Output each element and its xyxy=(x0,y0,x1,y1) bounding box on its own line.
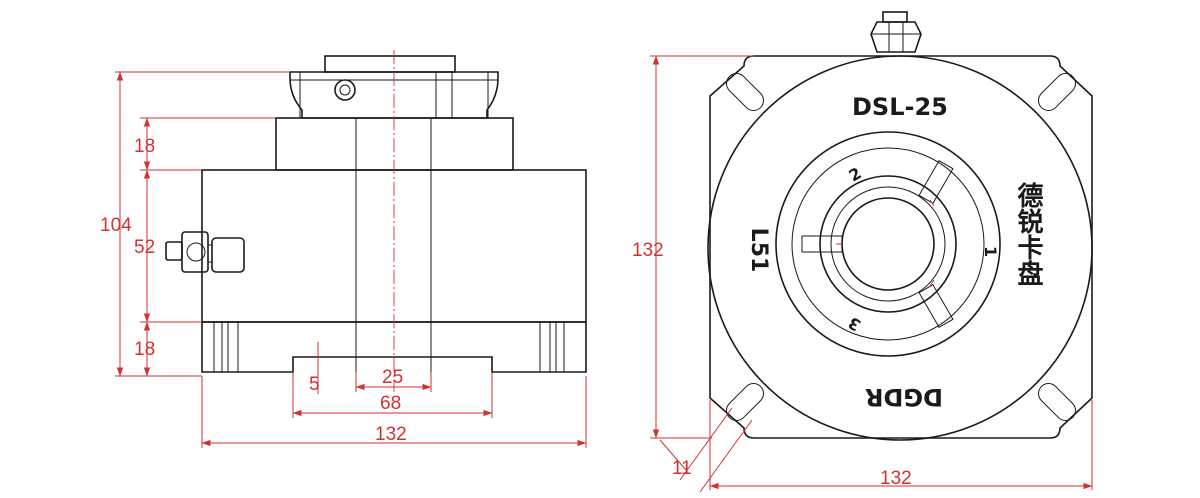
dim-slot-width: 68 xyxy=(380,393,401,414)
dim-top-height: 132 xyxy=(632,240,664,261)
dim-width: 132 xyxy=(375,424,407,445)
air-fitting-icon xyxy=(165,231,245,273)
model-label: DSL-25 xyxy=(852,93,948,121)
dim-slot-depth: 5 xyxy=(309,374,320,395)
chuck-head xyxy=(289,55,499,119)
side-vertical-dimensions xyxy=(115,71,290,377)
dim-total-height: 104 xyxy=(100,215,132,236)
brand-cn-label: 德锐卡盘 xyxy=(1013,182,1043,286)
jaw-3-label: 3 xyxy=(845,313,864,335)
base xyxy=(201,321,587,373)
top-view: DSL-25 德锐卡盘 DGDR L51 1 2 3 132 132 11 xyxy=(632,11,1093,493)
upper-body xyxy=(275,117,514,171)
top-dimensions xyxy=(650,55,1093,493)
dim-corner: 11 xyxy=(672,458,692,479)
side-horizontal-dimensions xyxy=(201,342,587,448)
top-fitting-icon xyxy=(870,11,922,53)
code-label: L51 xyxy=(746,228,771,273)
dim-top-width: 132 xyxy=(880,468,912,489)
jaw-assembly xyxy=(775,131,1001,357)
brand-en-label: DGDR xyxy=(865,383,943,411)
jaw-2-label: 2 xyxy=(846,163,865,185)
body-circle xyxy=(707,55,1093,441)
jaw-1-label: 1 xyxy=(981,246,1000,257)
dim-bore: 25 xyxy=(382,367,403,388)
dim-middle-section: 52 xyxy=(134,237,155,258)
side-view: 104 18 52 18 5 25 68 132 xyxy=(100,50,587,448)
base-plate xyxy=(709,55,1093,439)
corner-slots xyxy=(726,73,1076,421)
set-screw-icon xyxy=(334,79,356,101)
dim-bottom-section: 18 xyxy=(134,339,155,360)
dim-top-section: 18 xyxy=(134,136,155,157)
